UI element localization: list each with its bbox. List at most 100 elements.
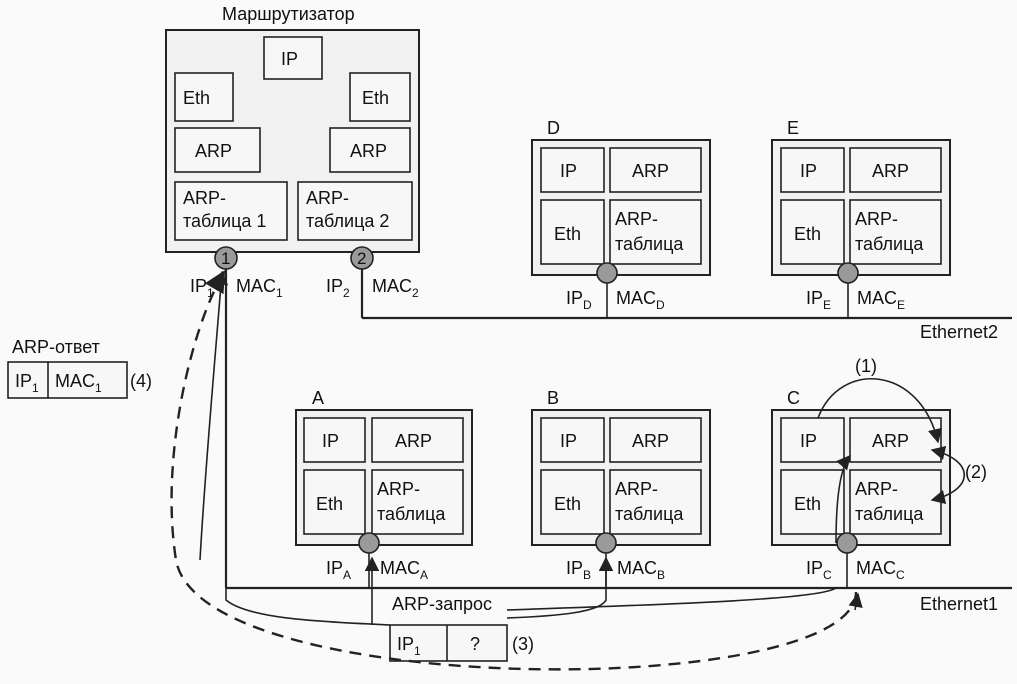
host-e-arp: ARP (872, 161, 909, 181)
host-a-eth: Eth (316, 494, 343, 514)
step1-label: (1) (855, 356, 877, 376)
host-b-table-line1: ARP- (615, 479, 658, 499)
host-c-mac-addr: MACC (856, 558, 905, 582)
host-d-name: D (547, 118, 560, 138)
host-c-eth: Eth (794, 494, 821, 514)
host-c-ip: IP (800, 431, 817, 451)
host-e-eth-block (780, 199, 845, 265)
host-e-name: E (787, 118, 799, 138)
host-b-port (595, 532, 617, 554)
router-arp1-block (174, 127, 261, 173)
host-c-table-block (849, 469, 942, 535)
host-a-ip: IP (322, 431, 339, 451)
ethernet1-label: Ethernet1 (920, 594, 998, 614)
arp-reply-ip: IP1 (15, 371, 39, 395)
host-e-ip-addr: IPE (806, 288, 831, 312)
step2-arrow (930, 445, 965, 505)
router-ip-label: IP (281, 49, 298, 69)
router-ip-block (263, 36, 323, 80)
router-mac2: MAC2 (372, 276, 419, 300)
host-b-table-block (609, 469, 702, 535)
arp-reply-packet (7, 361, 128, 399)
host-c-name: C (787, 388, 800, 408)
router-eth2-block (349, 72, 411, 122)
request-to-router-line (225, 588, 391, 626)
arp-reply-title: ARP-ответ (12, 337, 100, 357)
router-table1-line1: ARP- (183, 188, 226, 208)
host-d-ip: IP (560, 161, 577, 181)
arp-request-title: ARP-запрос (392, 594, 492, 614)
host-e-table-line1: ARP- (855, 209, 898, 229)
arp-request-query: ? (470, 634, 480, 654)
router-eth2-label: Eth (362, 88, 389, 108)
host-a-port (358, 532, 380, 554)
host-c-ip-block (780, 417, 845, 463)
host-a-ip-addr: IPA (326, 558, 351, 582)
router-eth1-label: Eth (183, 88, 210, 108)
host-d-eth-block (540, 199, 605, 265)
router-eth1-block (174, 72, 234, 122)
request-from-router-arrow (199, 270, 229, 561)
host-d-table-line2: таблица (615, 234, 684, 254)
host-a-eth-block (303, 469, 366, 535)
host-e-ip: IP (800, 161, 817, 181)
arp-reply-step: (4) (130, 371, 152, 391)
router-arp2-label: ARP (350, 141, 387, 161)
router-ip2: IP2 (326, 276, 350, 300)
host-e-ip-block (780, 147, 845, 193)
host-e-table-line2: таблица (855, 234, 924, 254)
host-d-mac-addr: MACD (616, 288, 665, 312)
host-d-table-line1: ARP- (615, 209, 658, 229)
host-a-arp: ARP (395, 431, 432, 451)
host-e-arp-block (849, 147, 942, 193)
host-c-table-line2: таблица (855, 504, 924, 524)
host-b-eth: Eth (554, 494, 581, 514)
host-c-port (836, 532, 858, 554)
host-b-table-line2: таблица (615, 504, 684, 524)
arp-request-ip: IP1 (397, 634, 421, 658)
host-a-table-line1: ARP- (377, 479, 420, 499)
router-table1-block (174, 181, 288, 241)
host-a-table-line2: таблица (377, 504, 446, 524)
arp-request-packet (389, 624, 508, 662)
host-a: A IP ARP Eth ARP- таблица IPA MACA (295, 388, 473, 588)
reply-dashed-path (170, 270, 858, 671)
host-d-table-block (609, 199, 702, 265)
host-b-eth-block (540, 469, 605, 535)
host-e: E IP ARP Eth ARP- таблица IPE MACE (771, 118, 951, 318)
request-to-b-arrow (506, 556, 614, 619)
host-d: D IP ARP Eth ARP- таблица IPD MACD (531, 118, 711, 318)
router-table2-line2: таблица 2 (306, 211, 389, 231)
host-e-eth: Eth (794, 224, 821, 244)
host-d-ip-addr: IPD (566, 288, 592, 312)
host-c-table-line1: ARP- (855, 479, 898, 499)
router-port-2-label: 2 (357, 249, 366, 268)
host-b-ip-block (540, 417, 605, 463)
reply-start-arrow (848, 592, 863, 611)
host-b: B IP ARP Eth ARP- таблица IPB MACB (531, 388, 711, 588)
host-b-ip: IP (560, 431, 577, 451)
router: Маршрутизатор IP Eth Eth ARP ARP ARP- та… (165, 4, 420, 300)
host-b-name: B (547, 388, 559, 408)
router-arp1-label: ARP (195, 141, 232, 161)
step1-arrow (817, 378, 943, 444)
router-mac1: MAC1 (236, 276, 283, 300)
host-b-ip-addr: IPB (566, 558, 591, 582)
host-d-arp-block (609, 147, 702, 193)
host-a-name: A (312, 388, 324, 408)
host-d-arp: ARP (632, 161, 669, 181)
host-c: C IP ARP Eth ARP- таблица IPC MACC (771, 388, 951, 588)
router-ip1: IP1 (190, 276, 214, 300)
router-arp2-block (329, 127, 411, 173)
host-e-table-block (849, 199, 942, 265)
host-c-eth-block (780, 469, 845, 535)
host-d-port (596, 262, 618, 284)
host-d-eth: Eth (554, 224, 581, 244)
router-title: Маршрутизатор (222, 4, 355, 24)
host-b-arp-block (609, 417, 702, 463)
host-e-mac-addr: MACE (857, 288, 905, 312)
router-table1-line2: таблица 1 (183, 211, 266, 231)
host-a-ip-block (303, 417, 366, 463)
router-port-1-label: 1 (221, 249, 230, 268)
